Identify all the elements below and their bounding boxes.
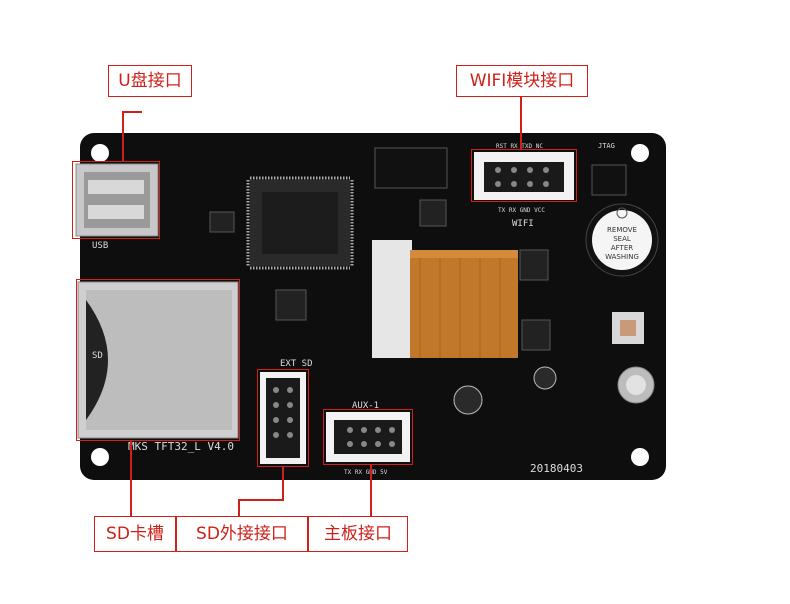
mounting-hole (91, 144, 109, 162)
wifi-connector (474, 152, 574, 200)
usb-connector (75, 163, 159, 237)
board-model-label: MKS TFT32_L V4.0 (128, 440, 234, 453)
wifi-silk-label: WIFI (512, 219, 534, 229)
sd-slot-highlight-box (76, 279, 240, 441)
ext-sd-leader-v2 (238, 499, 240, 517)
capacitor (453, 366, 655, 415)
usb-leader-top (122, 111, 142, 113)
sd-slot-callout: SD卡槽 (94, 516, 176, 552)
sd-slot-leader-v (130, 441, 132, 516)
aux-header (326, 412, 410, 462)
wifi-pins-bottom: TX RX GND VCC (498, 207, 545, 214)
buzzer (585, 203, 659, 277)
sd-silk-label: SD (92, 351, 103, 361)
lcd-flex-ribbon (372, 240, 518, 358)
usb-leader-v (122, 112, 124, 162)
sd-external-callout: SD外接接口 (176, 516, 308, 552)
aux-highlight-box (323, 409, 413, 465)
wifi-leader-v (520, 96, 522, 150)
ext-sd-highlight-box (257, 369, 309, 467)
buzzer-text-2: SEAL (613, 235, 631, 243)
mounting-hole (91, 448, 109, 466)
mounting-hole (631, 144, 649, 162)
header-pins-top (374, 147, 627, 196)
ext-sd-leader-v (282, 467, 284, 500)
ext-sd-leader-h (238, 499, 284, 501)
wifi-highlight-box (471, 149, 577, 202)
buzzer-text-4: WASHING (605, 253, 639, 261)
usb-highlight-box (72, 161, 160, 239)
buzzer-text-3: AFTER (611, 244, 633, 252)
aux-leader-v (370, 465, 372, 517)
buzzer-text-1: REMOVE (607, 226, 637, 234)
jtag-silk-label: JTAG (598, 142, 615, 150)
ext-sd-silk-label: EXT SD (280, 359, 313, 369)
usb-port-callout: U盘接口 (108, 65, 192, 97)
push-button (612, 312, 644, 344)
mainboard-port-callout: 主板接口 (308, 516, 408, 552)
wifi-port-callout: WIFI模块接口 (456, 65, 588, 97)
aux-pins-label: TX RX GND 5V (344, 469, 388, 476)
ext-sd-header (260, 372, 306, 464)
mounting-hole (631, 448, 649, 466)
usb-silk-label: USB (92, 241, 108, 251)
small-ics (209, 199, 551, 351)
sd-card-slot (77, 281, 239, 439)
date-code-label: 20180403 (530, 462, 583, 475)
wifi-pins-top: RST RX TXD NC (496, 143, 543, 150)
mcu-chip (246, 176, 354, 270)
aux-silk-label: AUX-1 (352, 401, 379, 411)
